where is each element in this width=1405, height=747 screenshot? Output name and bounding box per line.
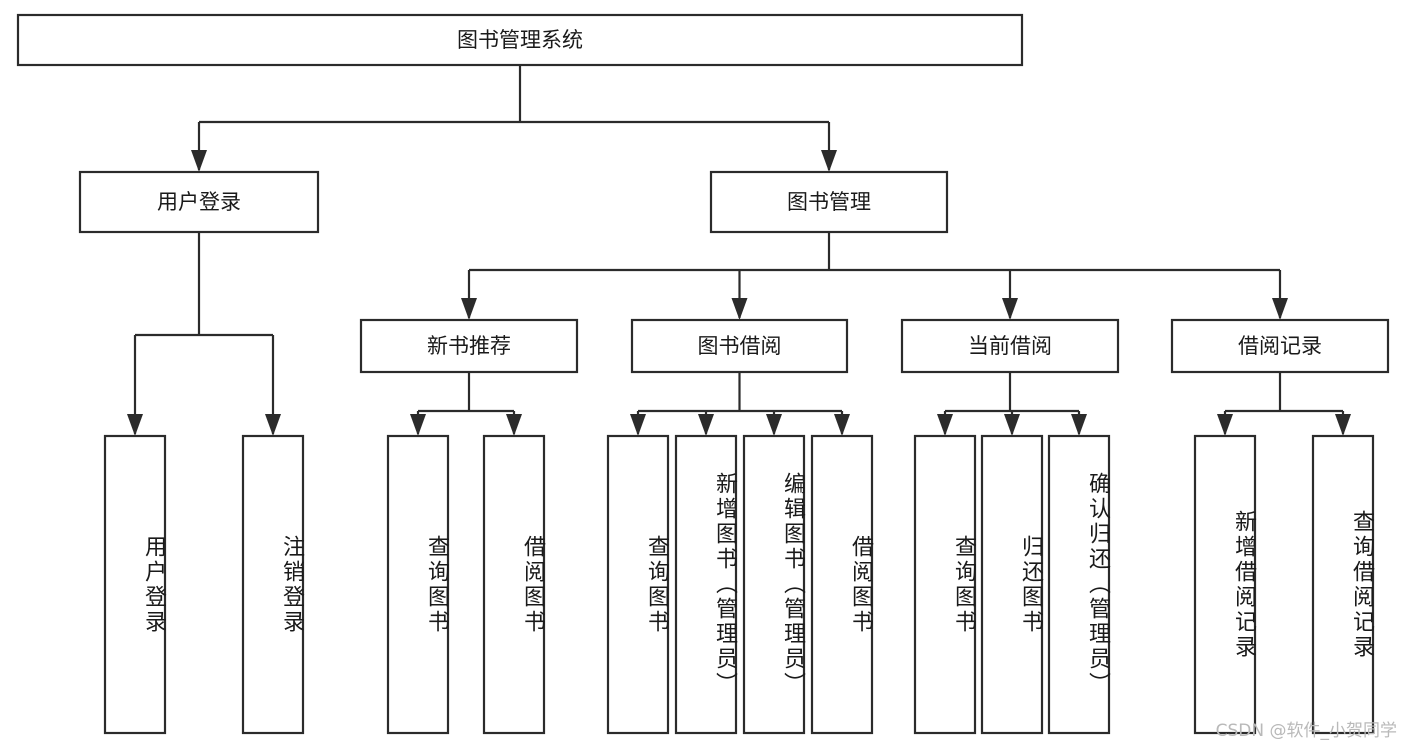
node-box-leaf-user-logout[interactable] <box>241 434 305 735</box>
arrowhead-to-book-manage <box>821 150 837 172</box>
node-label-book-manage: 图书管理 <box>787 190 871 214</box>
node-box-leaf-query-book-3[interactable] <box>913 434 977 735</box>
node-box-user-login[interactable] <box>78 170 320 234</box>
arrowhead-to-leaf-query-book-2 <box>630 414 646 436</box>
leaf-label-leaf-borrow-book-1: 借阅图书 <box>520 534 545 635</box>
node-box-leaf-edit-book[interactable] <box>742 434 806 735</box>
leaf-label-leaf-query-book-3: 查询图书 <box>951 534 976 635</box>
arrowhead-to-leaf-query-record <box>1335 414 1351 436</box>
leaf-label-leaf-return-book: 归还图书 <box>1018 534 1043 635</box>
node-box-leaf-user-login[interactable] <box>103 434 167 735</box>
node-box-leaf-confirm-return[interactable] <box>1047 434 1111 735</box>
arrowhead-to-user-login <box>191 150 207 172</box>
node-box-leaf-query-record[interactable] <box>1311 434 1375 735</box>
node-box-leaf-add-record[interactable] <box>1193 434 1257 735</box>
arrowhead-to-current-borrow <box>1002 298 1018 320</box>
node-box-book-manage[interactable] <box>709 170 949 234</box>
node-label-root: 图书管理系统 <box>457 28 583 52</box>
node-box-leaf-return-book[interactable] <box>980 434 1044 735</box>
node-label-new-book-recommend: 新书推荐 <box>427 334 511 358</box>
arrowhead-to-leaf-query-book-3 <box>937 414 953 436</box>
leaf-label-leaf-query-book-1: 查询图书 <box>424 534 449 635</box>
arrowhead-to-leaf-user-login <box>127 414 143 436</box>
node-label-borrow-record: 借阅记录 <box>1238 334 1322 358</box>
leaf-label-leaf-query-book-2: 查询图书 <box>644 534 669 635</box>
arrowhead-to-leaf-query-book-1 <box>410 414 426 436</box>
node-box-new-book-recommend[interactable] <box>359 318 579 374</box>
node-box-leaf-query-book-2[interactable] <box>606 434 670 735</box>
arrowhead-to-book-borrow <box>731 298 748 320</box>
node-box-leaf-add-book[interactable] <box>674 434 738 735</box>
leaf-label-leaf-add-book: 新增图书（管理员） <box>712 472 737 697</box>
leaf-label-leaf-query-record: 查询借阅记录 <box>1349 509 1374 660</box>
arrowhead-to-borrow-record <box>1272 298 1288 320</box>
node-box-current-borrow[interactable] <box>900 318 1120 374</box>
leaf-label-leaf-user-logout: 注销登录 <box>279 534 304 635</box>
node-box-root[interactable] <box>16 13 1024 67</box>
node-boxes <box>16 13 1390 735</box>
node-box-book-borrow[interactable] <box>630 318 849 374</box>
leaf-label-leaf-borrow-book-2: 借阅图书 <box>848 534 873 635</box>
leaf-label-leaf-user-login: 用户登录 <box>141 534 166 635</box>
arrowhead-to-leaf-borrow-book-1 <box>506 414 522 436</box>
leaf-label-leaf-edit-book: 编辑图书（管理员） <box>780 472 805 697</box>
arrowhead-to-leaf-add-book <box>698 414 714 436</box>
node-box-leaf-borrow-book-1[interactable] <box>482 434 546 735</box>
node-box-leaf-query-book-1[interactable] <box>386 434 450 735</box>
arrowhead-to-leaf-user-logout <box>265 414 281 436</box>
node-label-book-borrow: 图书借阅 <box>698 334 782 358</box>
arrowhead-to-new-book-recommend <box>461 298 477 320</box>
node-box-borrow-record[interactable] <box>1170 318 1390 374</box>
connector-lines <box>127 65 1351 436</box>
leaf-label-leaf-add-record: 新增借阅记录 <box>1231 509 1256 660</box>
node-label-current-borrow: 当前借阅 <box>968 334 1052 358</box>
node-label-user-login: 用户登录 <box>157 190 241 214</box>
node-box-leaf-borrow-book-2[interactable] <box>810 434 874 735</box>
arrowhead-to-leaf-borrow-book-2 <box>834 414 850 436</box>
arrowhead-to-leaf-return-book <box>1004 414 1020 436</box>
leaf-label-leaf-confirm-return: 确认归还（管理员） <box>1085 472 1110 697</box>
arrowhead-to-leaf-add-record <box>1217 414 1233 436</box>
arrowhead-to-leaf-confirm-return <box>1071 414 1087 436</box>
watermark-text: CSDN @软件_小贺同学 <box>1215 721 1397 741</box>
arrowhead-to-leaf-edit-book <box>766 414 782 436</box>
